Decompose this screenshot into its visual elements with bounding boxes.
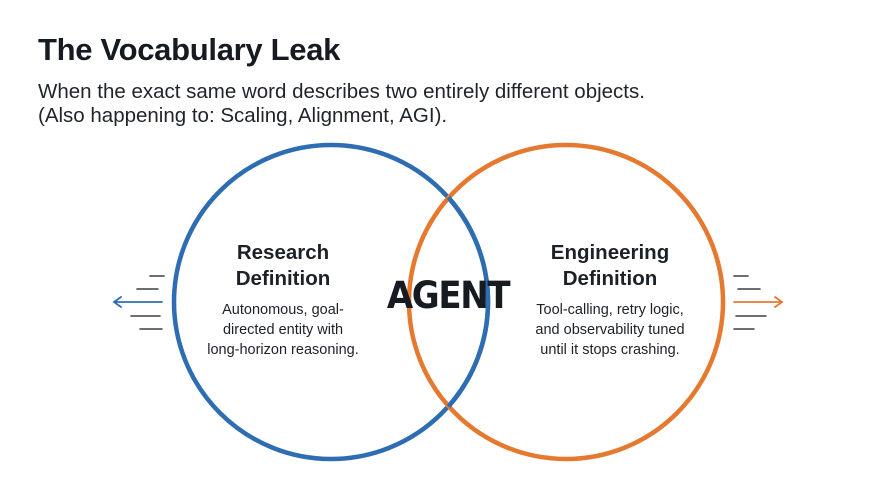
engineering-heading-line: Engineering [550, 241, 670, 264]
research-heading-line: Definition [235, 267, 331, 290]
arrow-left-icon [112, 296, 163, 308]
page-subtitle: When the exact same word describes two e… [38, 80, 645, 128]
intersection-label: AGENT [386, 274, 511, 317]
engineering-description-line: Tool-calling, retry logic, [536, 302, 684, 318]
right-speed-lines-icon [733, 275, 767, 330]
engineering-description-line: and observability tuned [535, 322, 685, 338]
research-circle-overlap-arc [446, 196, 491, 408]
research-description-line: directed entity with [222, 322, 344, 338]
engineering-definition: Engineering Definition Tool-calling, ret… [510, 240, 710, 360]
engineering-heading-line: Definition [562, 267, 658, 290]
left-speed-lines-icon [130, 275, 165, 330]
engineering-circle [406, 142, 726, 462]
engineering-heading: Engineering Definition [510, 240, 710, 292]
research-description-line: Autonomous, goal- [222, 302, 344, 318]
research-heading: Research Definition [183, 240, 383, 292]
research-definition: Research Definition Autonomous, goal- di… [183, 240, 383, 360]
page-title: The Vocabulary Leak [38, 32, 341, 67]
research-description: Autonomous, goal- directed entity with l… [183, 300, 383, 360]
research-description-line: long-horizon reasoning. [207, 342, 359, 358]
arrow-right-icon [733, 296, 784, 308]
subtitle-line: (Also happening to: Scaling, Alignment, … [38, 104, 448, 127]
engineering-description-line: until it stops crashing. [540, 342, 680, 358]
subtitle-line: When the exact same word describes two e… [38, 80, 645, 103]
engineering-description: Tool-calling, retry logic, and observabi… [510, 300, 710, 360]
research-heading-line: Research [236, 241, 330, 264]
